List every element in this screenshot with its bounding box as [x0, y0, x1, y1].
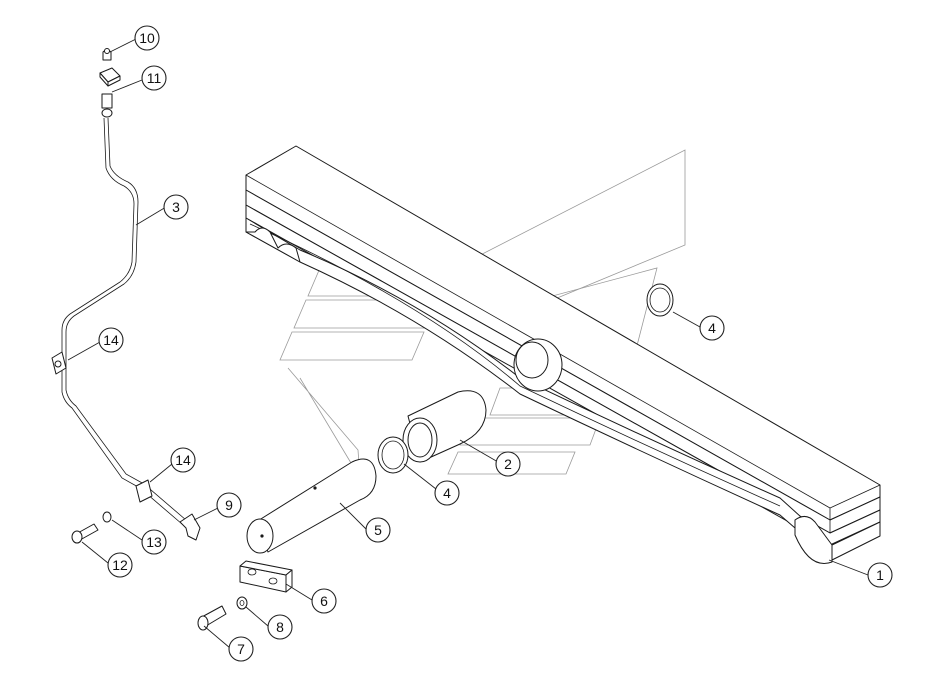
callout-label: 13	[146, 534, 162, 550]
callout-14-upper: 14	[98, 327, 124, 353]
callout-8: 8	[267, 614, 293, 640]
screw	[71, 523, 99, 544]
callout-4-upper: 4	[699, 315, 725, 341]
callout-label: 9	[225, 497, 233, 513]
callout-1: 1	[867, 562, 893, 588]
hex-nut	[99, 67, 121, 87]
callout-label: 11	[147, 70, 162, 86]
callout-13: 13	[141, 529, 167, 555]
callout-9: 9	[216, 492, 242, 518]
callout-label: 6	[320, 593, 328, 609]
washer	[236, 596, 248, 610]
callout-label: 14	[175, 452, 191, 468]
bolt	[197, 605, 227, 631]
grease-nipple	[102, 48, 112, 61]
callout-label: 8	[276, 619, 284, 635]
callout-label: 3	[172, 199, 180, 215]
elbow-fitting	[179, 513, 201, 541]
bushing	[402, 390, 487, 463]
leaf-spring	[245, 145, 881, 564]
callout-label: 1	[876, 567, 884, 583]
lock-plate	[239, 560, 293, 593]
callout-label: 7	[237, 641, 245, 657]
callout-5: 5	[365, 517, 391, 543]
callout-4-lower: 4	[434, 480, 460, 506]
pipe-fitting	[101, 93, 113, 118]
callout-label: 5	[374, 522, 382, 538]
callout-label: 14	[103, 332, 119, 348]
spring-pin	[246, 458, 377, 554]
callout-14-lower: 14	[170, 447, 196, 473]
callout-6: 6	[311, 588, 337, 614]
pipe-clamp-lower	[135, 479, 153, 503]
callout-label: 12	[112, 557, 128, 573]
leader-lines	[67, 38, 869, 649]
callout-3: 3	[163, 194, 189, 220]
seal-ring-right	[646, 283, 674, 317]
callout-7: 7	[228, 636, 254, 662]
callout-10: 10	[134, 25, 160, 51]
pipe-clamp-upper	[51, 351, 67, 375]
callout-label: 4	[708, 320, 716, 336]
callout-11: 11	[141, 65, 167, 91]
callout-label: 10	[139, 30, 155, 46]
callout-12: 12	[107, 552, 133, 578]
callout-label: 4	[443, 485, 451, 501]
seal-ring-left	[377, 436, 409, 474]
callout-label: 2	[504, 456, 512, 472]
callout-2: 2	[495, 451, 521, 477]
grease-pipe	[61, 117, 187, 525]
spring-washer	[102, 511, 112, 523]
